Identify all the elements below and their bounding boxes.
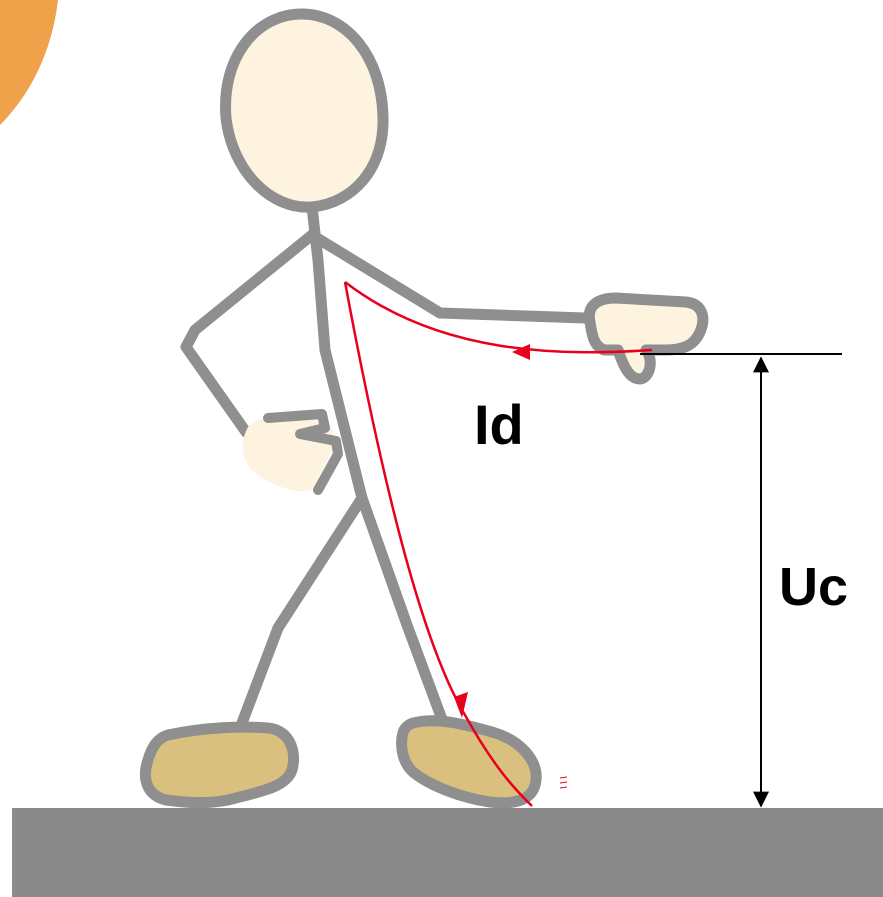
right-arm	[306, 229, 591, 324]
right-leg	[356, 492, 449, 728]
ground-contact-ticks	[559, 776, 568, 789]
contact-voltage-label: Uc	[779, 557, 848, 617]
head	[220, 8, 389, 213]
torso	[306, 201, 368, 504]
sun-icon	[0, 0, 58, 125]
left-arm	[180, 229, 318, 438]
left-hand-fingers	[263, 409, 343, 495]
right-hand	[583, 292, 709, 385]
current-arrow-leg	[454, 692, 468, 718]
current-path-arm	[344, 281, 653, 354]
right-shoe	[396, 715, 542, 809]
current-arrow-arm	[512, 344, 530, 360]
current-label: Id	[474, 393, 524, 456]
ground-plane	[12, 808, 883, 897]
left-leg	[236, 492, 368, 729]
person-figure	[139, 8, 709, 809]
left-shoe	[139, 721, 299, 809]
current-path-leg	[343, 281, 533, 807]
